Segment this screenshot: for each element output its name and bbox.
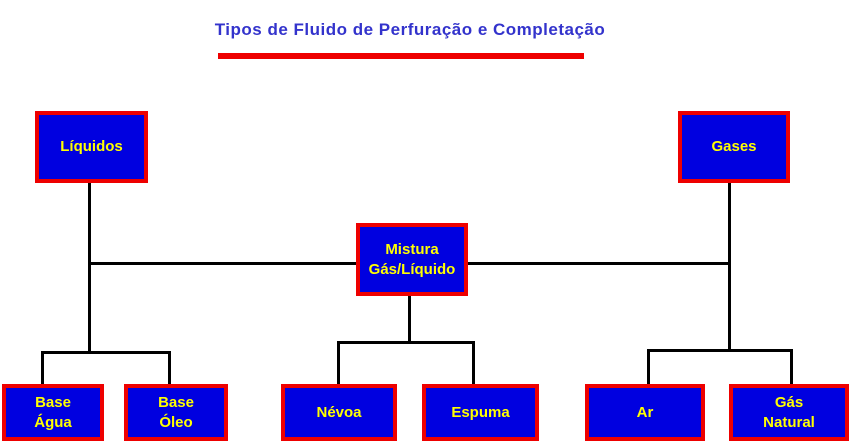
node-base-oleo: Base Óleo [124,384,228,441]
node-gas-natural: Gás Natural [729,384,849,441]
node-liquidos: Líquidos [35,111,148,183]
bracket-drop-base-oleo [168,351,171,384]
bracket-gases-horizontal [647,349,793,352]
node-base-agua: Base Água [2,384,104,441]
bracket-liquidos-horizontal [41,351,171,354]
diagram-title: Tipos de Fluido de Perfuração e Completa… [214,20,606,39]
node-nevoa: Névoa [281,384,397,441]
bracket-drop-base-agua [41,351,44,384]
connector-liquidos-vertical [88,183,91,352]
title-underline-bar [218,53,584,59]
connector-gases-vertical [728,183,731,350]
connector-liquidos-to-mistura [88,262,356,265]
bracket-drop-gas-natural [790,349,793,384]
connector-mistura-to-gases [468,262,731,265]
bracket-drop-ar [647,349,650,384]
node-mistura-gas-liquido: Mistura Gás/Líquido [356,223,468,296]
connector-mistura-vertical [408,296,411,342]
node-gases: Gases [678,111,790,183]
node-ar: Ar [585,384,705,441]
bracket-drop-espuma [472,341,475,384]
node-espuma: Espuma [422,384,539,441]
bracket-mistura-horizontal [337,341,475,344]
bracket-drop-nevoa [337,341,340,384]
